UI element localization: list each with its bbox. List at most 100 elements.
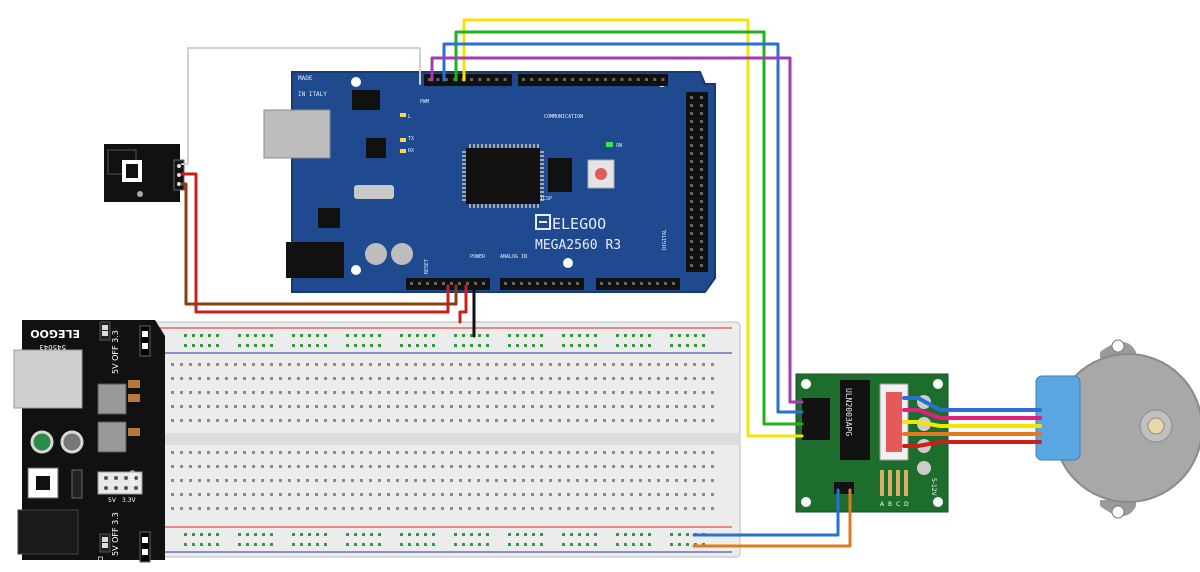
breadboard-hole xyxy=(261,377,264,380)
breadboard-hole xyxy=(711,419,714,422)
breadboard-hole xyxy=(504,493,507,496)
chip-pin xyxy=(477,144,479,148)
breadboard-hole xyxy=(621,507,624,510)
breadboard-hole xyxy=(576,391,579,394)
breadboard-hole xyxy=(396,451,399,454)
breadboard-hole xyxy=(180,363,183,366)
rail-hole xyxy=(308,533,311,536)
breadboard-hole xyxy=(630,363,633,366)
breadboard-hole xyxy=(459,451,462,454)
breadboard-hole xyxy=(198,391,201,394)
chip-pin xyxy=(533,204,535,208)
led-d xyxy=(917,461,931,475)
motor-wire-yellow xyxy=(902,420,1042,428)
breadboard-hole xyxy=(612,451,615,454)
rail-hole xyxy=(586,533,589,536)
breadboard-hole xyxy=(378,507,381,510)
chip-pin xyxy=(477,204,479,208)
chip-pin xyxy=(469,144,471,148)
breadboard-hole xyxy=(351,363,354,366)
header-pin xyxy=(690,96,693,99)
rail-hole xyxy=(532,533,535,536)
breadboard-hole xyxy=(684,451,687,454)
rail-hole xyxy=(316,543,319,546)
breadboard-hole xyxy=(576,363,579,366)
motor-wire-red xyxy=(902,440,1042,448)
breadboard-hole xyxy=(333,419,336,422)
breadboard-hole xyxy=(387,493,390,496)
breadboard-holes xyxy=(162,334,714,546)
breadboard-hole xyxy=(522,419,525,422)
breadboard-hole xyxy=(702,405,705,408)
rail-hole xyxy=(632,533,635,536)
rail-hole xyxy=(200,543,203,546)
breadboard-hole xyxy=(666,493,669,496)
breadboard-hole xyxy=(711,493,714,496)
header-pin xyxy=(690,232,693,235)
breadboard-hole xyxy=(648,493,651,496)
breadboard-hole xyxy=(342,405,345,408)
header-pin xyxy=(444,78,448,81)
rail-hole xyxy=(208,334,211,337)
breadboard-hole xyxy=(675,391,678,394)
header-pin xyxy=(690,256,693,259)
breadboard-hole xyxy=(531,493,534,496)
breadboard-hole xyxy=(657,465,660,468)
breadboard-hole xyxy=(351,493,354,496)
breadboard-hole xyxy=(585,479,588,482)
breadboard-hole xyxy=(198,405,201,408)
breadboard-hole xyxy=(495,479,498,482)
breadboard-hole xyxy=(486,507,489,510)
header-pin xyxy=(587,78,591,81)
breadboard-hole xyxy=(441,377,444,380)
chip-pin xyxy=(469,204,471,208)
chip-pin xyxy=(485,204,487,208)
breadboard-hole xyxy=(567,493,570,496)
breadboard-hole xyxy=(639,493,642,496)
rail-hole xyxy=(216,334,219,337)
breadboard-hole xyxy=(189,363,192,366)
rail-hole xyxy=(640,543,643,546)
rail-hole xyxy=(640,334,643,337)
made-label: MADE xyxy=(298,75,313,82)
breadboard-hole xyxy=(567,451,570,454)
pin-header-top xyxy=(99,321,151,357)
header-pin xyxy=(700,240,703,243)
breadboard-hole xyxy=(225,451,228,454)
breadboard-hole xyxy=(243,391,246,394)
breadboard-hole xyxy=(396,391,399,394)
breadboard-hole xyxy=(171,493,174,496)
header-pin xyxy=(504,282,507,285)
rail-hole xyxy=(624,543,627,546)
breadboard-hole xyxy=(441,493,444,496)
header-pin xyxy=(632,282,635,285)
breadboard-hole xyxy=(189,391,192,394)
header-pin xyxy=(608,282,611,285)
breadboard-hole xyxy=(711,377,714,380)
breadboard-hole xyxy=(198,493,201,496)
breadboard-hole xyxy=(279,405,282,408)
breadboard-hole xyxy=(684,465,687,468)
header-pin xyxy=(700,184,703,187)
breadboard-hole xyxy=(369,405,372,408)
header-pin xyxy=(700,208,703,211)
header-pin xyxy=(470,78,473,81)
rail-hole xyxy=(316,533,319,536)
breadboard-hole xyxy=(693,451,696,454)
header-pin xyxy=(418,282,421,285)
header-pin xyxy=(495,78,499,81)
header-pin xyxy=(690,192,693,195)
breadboard-hole xyxy=(540,405,543,408)
rail-hole xyxy=(300,344,303,347)
breadboard-hole xyxy=(315,377,318,380)
header-pin xyxy=(690,144,693,147)
breadboard-hole xyxy=(540,507,543,510)
breadboard-hole xyxy=(531,507,534,510)
breadboard-hole xyxy=(441,419,444,422)
header-pin xyxy=(690,176,693,179)
breadboard-hole xyxy=(171,363,174,366)
breadboard-hole xyxy=(225,405,228,408)
breadboard-hole xyxy=(450,405,453,408)
breadboard-hole xyxy=(270,377,273,380)
breadboard-hole xyxy=(558,377,561,380)
